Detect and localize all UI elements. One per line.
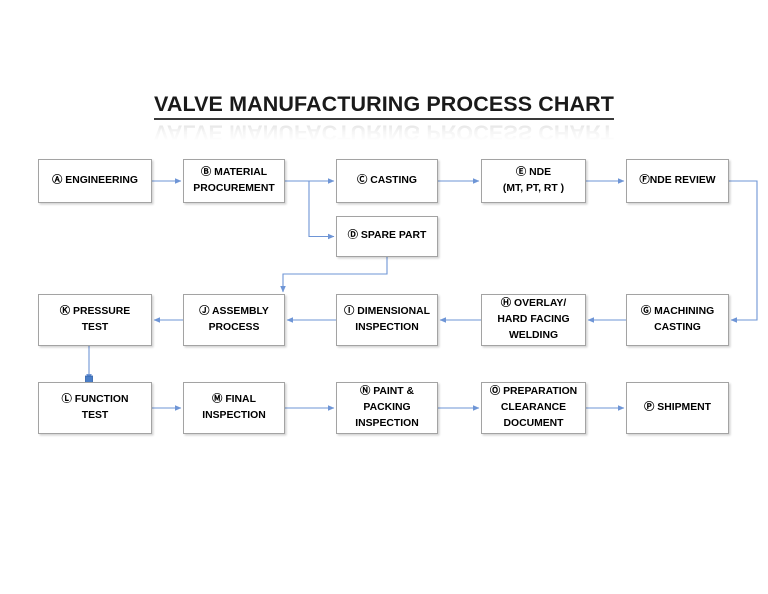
process-node-d[interactable]: Ⓓ SPARE PART <box>336 216 438 257</box>
process-node-label: Ⓒ CASTING <box>356 174 418 186</box>
page-title: VALVE MANUFACTURING PROCESS CHART <box>0 92 768 120</box>
process-node-i[interactable]: Ⓘ DIMENSIONAL INSPECTION <box>336 294 438 346</box>
process-node-label: Ⓞ PREPARATION CLEARANCE DOCUMENT <box>489 385 578 430</box>
process-node-m[interactable]: Ⓜ FINAL INSPECTION <box>183 382 285 434</box>
process-node-e[interactable]: Ⓔ NDE (MT, PT, RT ) <box>481 159 586 203</box>
process-node-label: Ⓔ NDE (MT, PT, RT ) <box>502 166 565 194</box>
process-node-label: Ⓟ SHIPMENT <box>644 401 711 413</box>
process-node-b[interactable]: Ⓑ MATERIAL PROCUREMENT <box>183 159 285 203</box>
process-node-label: Ⓓ SPARE PART <box>347 230 427 242</box>
connector-d-to-j[interactable] <box>280 257 388 293</box>
connector-f-to-g[interactable] <box>729 180 758 323</box>
process-node-p[interactable]: Ⓟ SHIPMENT <box>626 382 729 434</box>
process-node-label: Ⓙ ASSEMBLY PROCESS <box>199 305 269 333</box>
process-node-label: Ⓜ FINAL INSPECTION <box>202 393 266 421</box>
connector-b-to-d[interactable] <box>285 180 335 240</box>
process-node-f[interactable]: ⒻNDE REVIEW <box>626 159 729 203</box>
process-node-h[interactable]: Ⓗ OVERLAY/ HARD FACING WELDING <box>481 294 586 346</box>
process-node-label: ⒻNDE REVIEW <box>639 174 716 186</box>
process-node-o[interactable]: Ⓞ PREPARATION CLEARANCE DOCUMENT <box>481 382 586 434</box>
process-node-label: Ⓗ OVERLAY/ HARD FACING WELDING <box>497 297 570 342</box>
process-node-label: Ⓑ MATERIAL PROCUREMENT <box>193 166 275 194</box>
process-node-label: Ⓐ ENGINEERING <box>51 174 139 186</box>
process-node-j[interactable]: Ⓙ ASSEMBLY PROCESS <box>183 294 285 346</box>
process-node-a[interactable]: Ⓐ ENGINEERING <box>38 159 152 203</box>
process-node-n[interactable]: Ⓝ PAINT & PACKING INSPECTION <box>336 382 438 434</box>
process-node-k[interactable]: Ⓚ PRESSURE TEST <box>38 294 152 346</box>
page-title-text: VALVE MANUFACTURING PROCESS CHART <box>154 92 614 120</box>
process-node-label: Ⓛ FUNCTION TEST <box>61 393 129 421</box>
process-node-label: Ⓖ MACHINING CASTING <box>640 305 715 333</box>
process-node-g[interactable]: Ⓖ MACHINING CASTING <box>626 294 729 346</box>
process-node-c[interactable]: Ⓒ CASTING <box>336 159 438 203</box>
process-node-label: Ⓚ PRESSURE TEST <box>59 305 131 333</box>
process-node-label: Ⓘ DIMENSIONAL INSPECTION <box>343 305 430 333</box>
process-node-label: Ⓝ PAINT & PACKING INSPECTION <box>355 385 419 430</box>
process-node-l[interactable]: Ⓛ FUNCTION TEST <box>38 382 152 434</box>
